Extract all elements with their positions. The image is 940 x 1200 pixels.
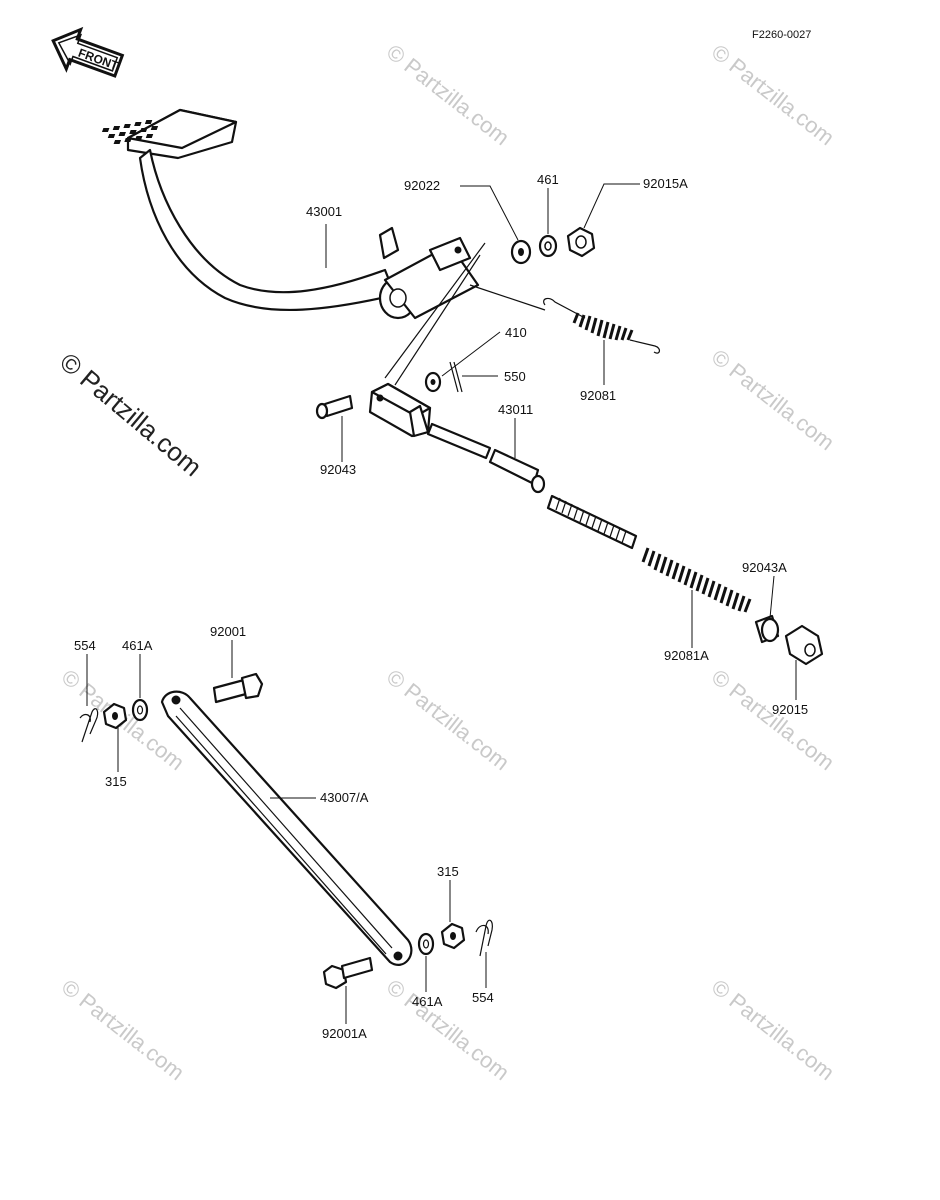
brake-pedal — [101, 108, 480, 320]
callout-92001: 92001 — [210, 624, 246, 639]
callout-461A-left: 461A — [122, 638, 153, 653]
threaded-rod — [546, 494, 638, 550]
callouts: 43001 92022 461 92015A 410 550 92081 430… — [74, 172, 808, 1041]
clip-554-left — [79, 708, 99, 743]
callout-43011: 43011 — [498, 402, 533, 417]
callout-92081: 92081 — [580, 388, 616, 403]
callout-92022: 92022 — [404, 178, 440, 193]
washer-461A-left — [131, 698, 149, 722]
nut-92015 — [784, 624, 824, 666]
callout-554-right: 554 — [472, 990, 494, 1005]
callout-410: 410 — [505, 325, 527, 340]
callout-554-left: 554 — [74, 638, 96, 653]
callout-315-right: 315 — [437, 864, 459, 879]
callout-92043A: 92043A — [742, 560, 787, 575]
cotter-pin-550 — [449, 361, 463, 393]
callout-461: 461 — [537, 172, 559, 187]
washer-461A-right — [417, 932, 435, 956]
leader-lines — [86, 183, 797, 1024]
bolt-92001 — [212, 672, 264, 704]
watermark: © Partzilla.com — [707, 39, 839, 150]
sleeve-92043A — [754, 614, 780, 644]
washer-410 — [424, 371, 442, 393]
bolt-92001A — [322, 956, 374, 990]
nut-315-right — [440, 922, 466, 950]
watermark-dark: © Partzilla.com — [54, 347, 207, 483]
nut-92015A — [566, 226, 596, 258]
front-arrow-icon: FRONT — [51, 26, 125, 78]
washer-92022 — [510, 239, 532, 265]
callout-92015: 92015 — [772, 702, 808, 717]
spring-92081A — [641, 547, 752, 613]
brake-rod-43011 — [426, 422, 546, 494]
callout-315-left: 315 — [105, 774, 127, 789]
callout-461A-right: 461A — [412, 994, 443, 1009]
assembly-line — [394, 254, 481, 386]
callout-92043: 92043 — [320, 462, 356, 477]
callout-43007A: 43007/A — [320, 790, 369, 805]
callout-43001: 43001 — [306, 204, 342, 219]
watermark: © Partzilla.com — [382, 39, 514, 150]
pin-92043 — [315, 394, 354, 420]
callout-92015A: 92015A — [643, 176, 688, 191]
return-spring-92081 — [543, 297, 660, 354]
callout-92001A: 92001A — [322, 1026, 367, 1041]
watermark: © Partzilla.com — [707, 664, 839, 775]
watermark: © Partzilla.com — [707, 974, 839, 1085]
watermark: © Partzilla.com — [57, 974, 189, 1085]
watermark: © Partzilla.com — [382, 974, 514, 1085]
clip-554-right — [475, 919, 493, 957]
watermark: © Partzilla.com — [382, 664, 514, 775]
callout-550: 550 — [504, 369, 526, 384]
assembly-line — [384, 242, 486, 379]
figure-id: F2260-0027 — [752, 29, 811, 41]
callout-92081A: 92081A — [664, 648, 709, 663]
lock-washer-461 — [538, 234, 558, 258]
watermark: © Partzilla.com — [707, 344, 839, 455]
torque-link-43007A — [160, 690, 413, 966]
clevis — [368, 382, 432, 438]
assembly-line — [469, 284, 546, 311]
nut-315-left — [102, 702, 128, 730]
